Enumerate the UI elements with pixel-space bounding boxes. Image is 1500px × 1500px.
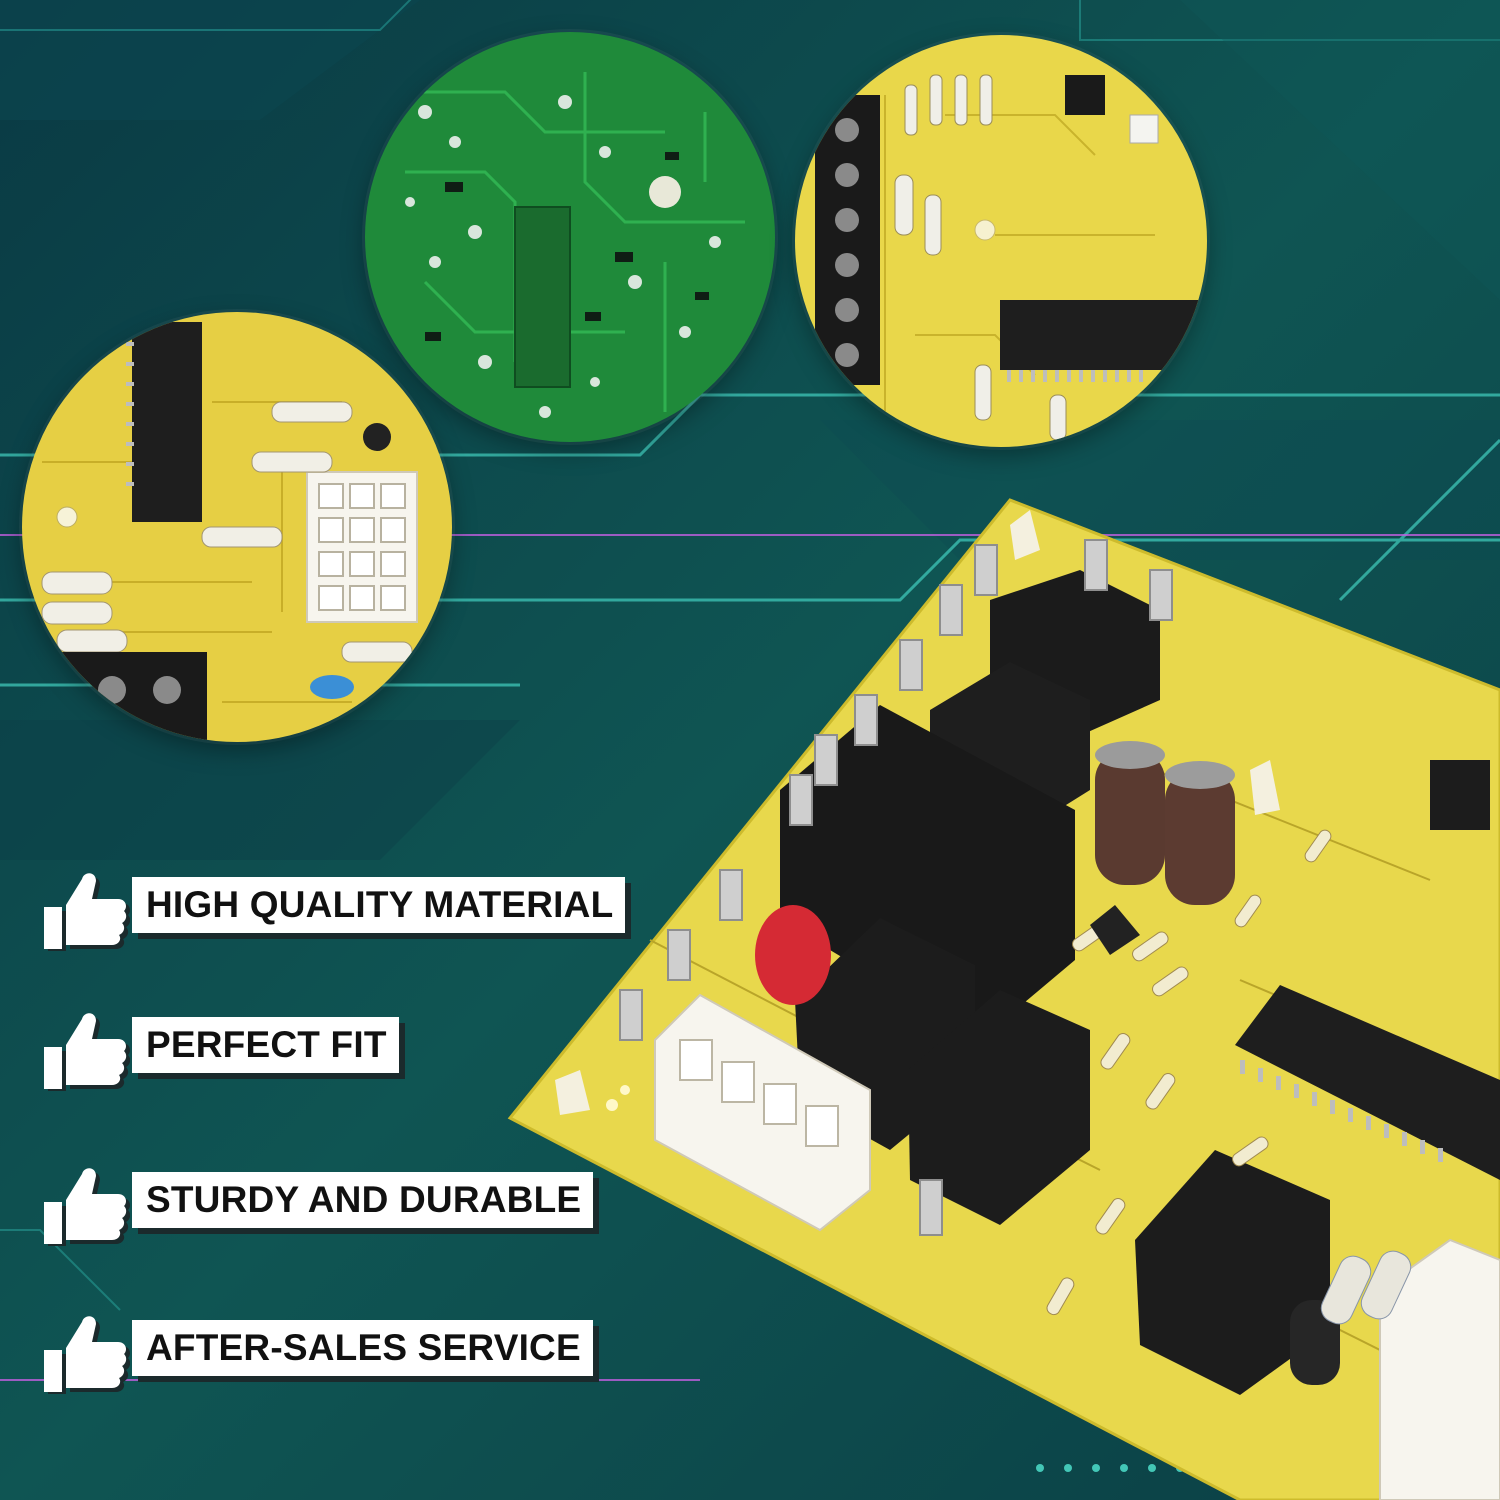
feature-label-box: HIGH QUALITY MATERIAL xyxy=(132,877,626,933)
thumbs-up-icon xyxy=(44,1316,130,1394)
feature-label-box: PERFECT FIT xyxy=(132,1017,399,1073)
thumbs-up-icon xyxy=(44,1168,130,1246)
feature-label: HIGH QUALITY MATERIAL xyxy=(146,884,614,925)
yellow-pcb-terminal-illustration xyxy=(795,35,1207,447)
feature-label: AFTER-SALES SERVICE xyxy=(146,1327,581,1368)
pcb-detail-circle-green xyxy=(365,32,775,442)
feature-item-3: STURDY AND DURABLE xyxy=(40,1160,660,1246)
thumbs-up-icon xyxy=(44,1013,130,1091)
feature-label-box: STURDY AND DURABLE xyxy=(132,1172,594,1228)
pcb-detail-circle-connector xyxy=(22,312,452,742)
feature-item-2: PERFECT FIT xyxy=(40,1005,660,1091)
feature-label-box: AFTER-SALES SERVICE xyxy=(132,1320,593,1376)
pcb-detail-circle-terminal xyxy=(795,35,1207,447)
feature-label: PERFECT FIT xyxy=(146,1024,387,1065)
thumbs-up-icon xyxy=(44,873,130,951)
yellow-pcb-connector-illustration xyxy=(22,312,452,742)
feature-item-4: AFTER-SALES SERVICE xyxy=(40,1308,660,1394)
feature-item-1: HIGH QUALITY MATERIAL xyxy=(40,865,660,951)
feature-label: STURDY AND DURABLE xyxy=(146,1179,582,1220)
green-pcb-illustration xyxy=(365,32,775,442)
